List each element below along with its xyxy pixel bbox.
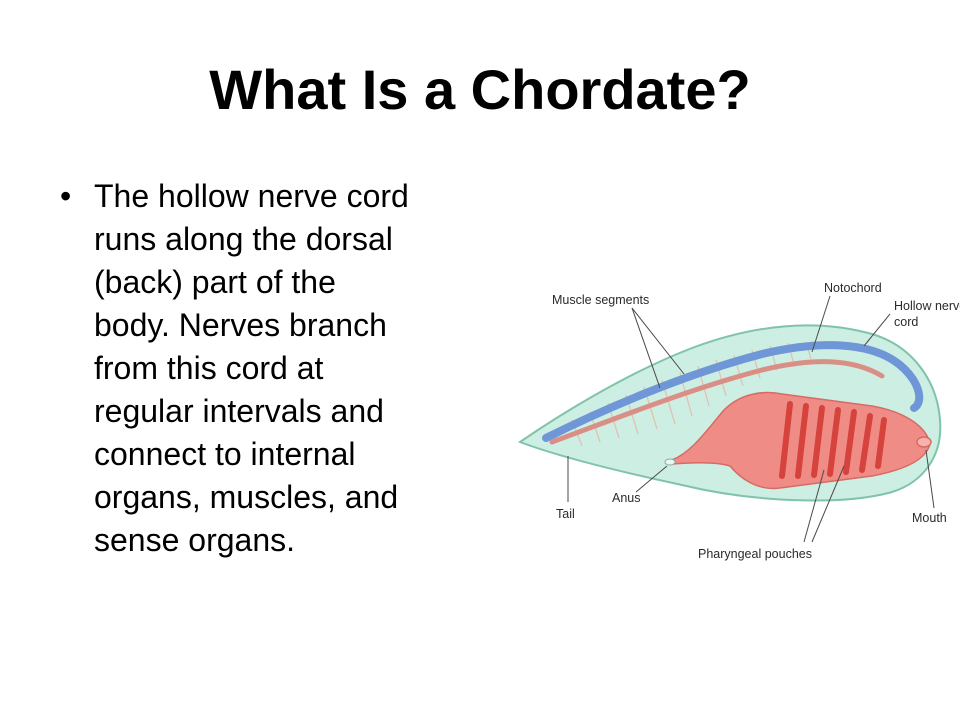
leader-line bbox=[635, 465, 668, 493]
chordate-diagram: Muscle segments Notochord Hollow nerve c… bbox=[512, 270, 960, 580]
label-hollow-nerve-cord-line1: Hollow nerve bbox=[894, 299, 960, 313]
mouth-opening bbox=[916, 436, 932, 448]
bullet-line: connect to internal bbox=[94, 436, 356, 472]
bullet-line: (back) part of the bbox=[94, 264, 336, 300]
leader-line bbox=[803, 469, 825, 543]
bullet-item: • The hollow nerve cord runs along the d… bbox=[60, 175, 480, 562]
bullet-text: The hollow nerve cord runs along the dor… bbox=[94, 175, 474, 562]
label-muscle-segments: Muscle segments bbox=[552, 293, 649, 307]
leader-line bbox=[863, 313, 891, 347]
label-hollow-nerve-cord-line2: cord bbox=[894, 315, 918, 329]
bullet-list: • The hollow nerve cord runs along the d… bbox=[60, 175, 480, 562]
leader-line bbox=[811, 295, 831, 353]
bullet-line: The hollow nerve cord bbox=[94, 178, 409, 214]
anus-opening bbox=[664, 458, 676, 466]
bullet-line: from this cord at bbox=[94, 350, 324, 386]
slide-title: What Is a Chordate? bbox=[209, 58, 751, 121]
leader-line bbox=[925, 449, 935, 509]
bullet-line: regular intervals and bbox=[94, 393, 384, 429]
leader-line bbox=[631, 307, 685, 375]
label-tail: Tail bbox=[556, 507, 575, 521]
label-anus: Anus bbox=[612, 491, 641, 505]
bullet-line: sense organs. bbox=[94, 522, 296, 558]
bullet-line: organs, muscles, and bbox=[94, 479, 399, 515]
bullet-line: runs along the dorsal bbox=[94, 221, 393, 257]
pharyngeal-pouch-stripes bbox=[779, 401, 887, 479]
leader-line bbox=[811, 465, 845, 543]
label-mouth: Mouth bbox=[912, 511, 947, 525]
notochord-rod bbox=[549, 359, 885, 445]
hollow-nerve-cord bbox=[542, 341, 924, 442]
bullet-dot-icon: • bbox=[60, 178, 72, 214]
label-pharyngeal-pouches: Pharyngeal pouches bbox=[698, 547, 812, 561]
label-notochord: Notochord bbox=[824, 281, 882, 295]
bullet-line: body. Nerves branch bbox=[94, 307, 387, 343]
chordate-illustration: Muscle segments Notochord Hollow nerve c… bbox=[517, 281, 960, 561]
leader-line bbox=[631, 307, 661, 389]
